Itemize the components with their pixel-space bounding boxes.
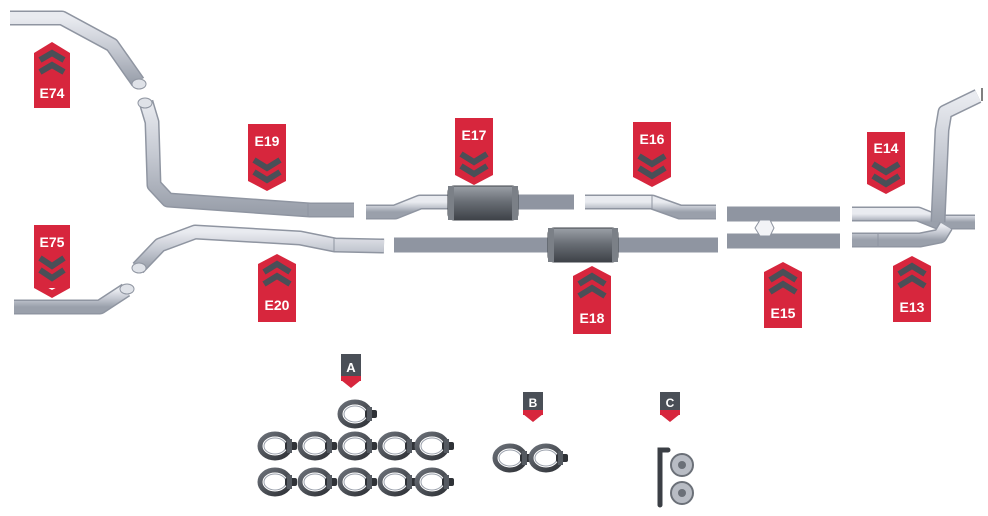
clamp-icon [337,399,377,429]
hanger-hardware-c [657,447,694,508]
pipe-e19 [137,97,354,218]
tag-label-b: B [529,396,538,410]
tag-e20: E20 [258,254,296,322]
tag-e75: E75 [34,225,70,298]
tag-label-e74: E74 [40,85,65,101]
clamp-icon [297,467,337,497]
clamp-icon [528,443,568,473]
clamp-icon [257,467,297,497]
tag-label-e14: E14 [874,140,899,156]
tag-e17: E17 [455,118,493,185]
tag-e74: E74 [34,42,70,108]
pipe-e13 [852,222,953,248]
pipe-e74 [10,10,147,90]
tag-e15: E15 [764,262,802,328]
clamp-icon [337,467,377,497]
tag-c: C [660,392,680,422]
pipe-e14 [852,88,983,230]
tag-label-e13: E13 [900,299,925,315]
pipe-e75 [14,283,135,315]
clamp-icon [377,467,417,497]
tag-label-e19: E19 [255,133,280,149]
bushing-icon [670,481,694,505]
tag-label-c: C [666,396,675,410]
tag-label-e17: E17 [462,127,487,143]
clamp-group-b [492,443,568,473]
tag-b: B [523,392,543,422]
pipe-e20 [131,224,385,274]
clamp-icon [377,431,417,461]
clamp-icon [414,431,454,461]
tag-label-a: A [346,360,356,375]
tag-e13: E13 [893,256,931,322]
pipe-e15 [727,206,840,249]
tag-label-e20: E20 [265,297,290,313]
allen-key-icon [657,447,671,508]
pipe-e17 [366,185,574,221]
tag-label-e75: E75 [40,234,65,250]
tag-label-e16: E16 [640,131,665,147]
pipe-e18 [394,227,718,263]
tag-label-e18: E18 [580,310,605,326]
clamp-group-a [257,399,454,497]
tag-e19: E19 [248,124,286,191]
tag-e16: E16 [633,122,671,187]
clamp-icon [337,431,377,461]
tag-e14: E14 [867,132,905,194]
tag-e18: E18 [573,266,611,334]
tag-label-e15: E15 [771,305,796,321]
bushing-icon [670,453,694,477]
clamp-icon [297,431,337,461]
tag-a: A [341,354,361,388]
clamp-icon [414,467,454,497]
pipe-e16 [585,194,716,220]
clamp-icon [492,443,532,473]
clamp-icon [257,431,297,461]
